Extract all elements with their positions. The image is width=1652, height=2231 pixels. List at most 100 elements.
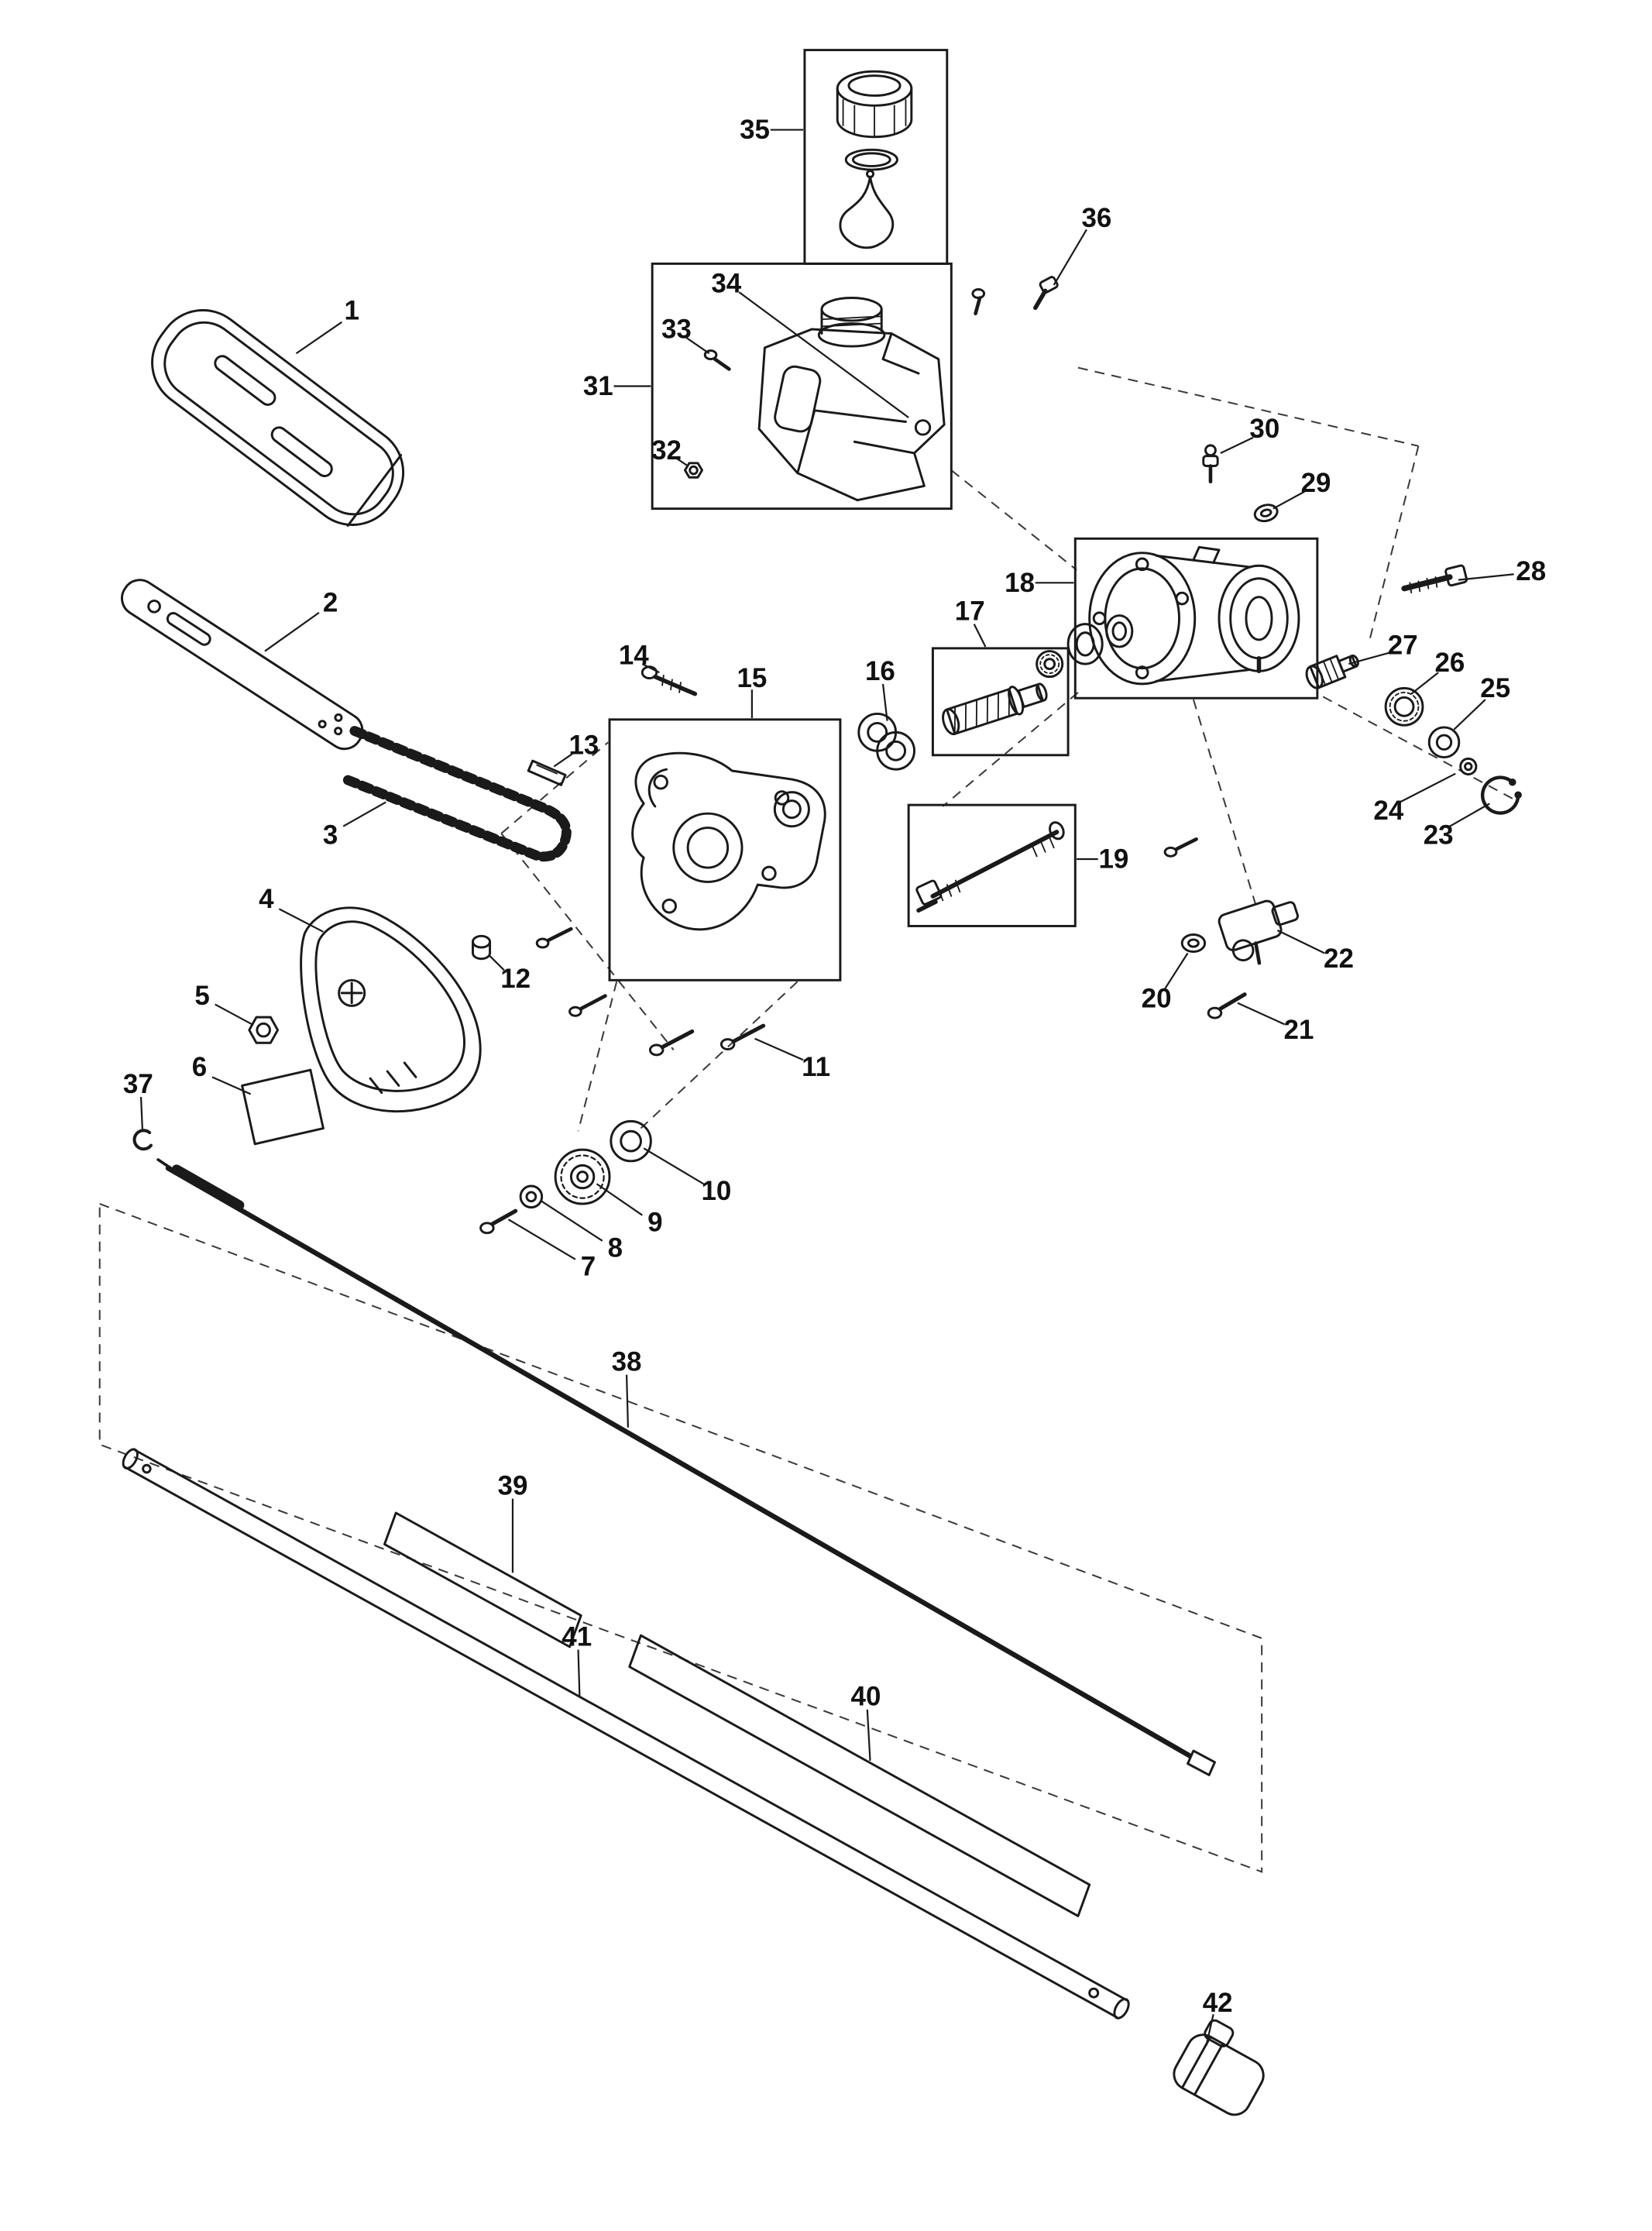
leader-line-9: [596, 1183, 643, 1216]
leader-line-40: [866, 1709, 871, 1762]
part-number-34: 34: [711, 269, 741, 299]
part-32-nut: [683, 462, 703, 479]
part-14-screw: [641, 665, 698, 696]
part-number-36: 36: [1081, 203, 1111, 233]
part-number-8: 8: [608, 1233, 623, 1263]
part-28-bolt: [1401, 564, 1468, 594]
leader-line-10: [643, 1147, 704, 1185]
part-number-30: 30: [1249, 414, 1279, 444]
part-number-32: 32: [651, 435, 682, 466]
leader-line-26: [1410, 672, 1439, 695]
part-9-sprocket-drum: [554, 1148, 611, 1205]
part-16-bearing: [857, 712, 915, 771]
group-box-35: [803, 49, 949, 265]
part-3-saw-chain: [341, 726, 572, 862]
leader-line-32: [674, 456, 689, 467]
dashed-guide-line-5: [1192, 699, 1257, 906]
part-number-2: 2: [323, 588, 338, 618]
part-24-washer: [1459, 757, 1478, 776]
part-39-label: [383, 1511, 582, 1648]
part-17-worm-shaft: [942, 650, 1064, 736]
part-number-37: 37: [123, 1069, 153, 1099]
leader-line-5: [215, 1003, 252, 1026]
part-number-11: 11: [802, 1052, 830, 1082]
part-11-screws: [648, 1023, 766, 1057]
part-number-5: 5: [194, 981, 209, 1011]
leader-line-36: [1053, 229, 1087, 286]
part-29-washer: [1253, 504, 1279, 523]
part-2-guide-bar: [121, 579, 364, 751]
part-number-7: 7: [581, 1251, 596, 1281]
leader-line-20: [1164, 952, 1189, 989]
part-number-40: 40: [851, 1682, 881, 1712]
dashed-guide-box-1: [98, 1202, 1263, 1873]
part-number-9: 9: [647, 1207, 662, 1237]
part-number-14: 14: [619, 641, 649, 671]
part-31-oil-tank: [757, 297, 946, 502]
part-number-21: 21: [1284, 1015, 1314, 1045]
part-number-41: 41: [562, 1621, 592, 1652]
part-number-28: 28: [1516, 556, 1546, 586]
leader-line-21: [1237, 1002, 1286, 1026]
leader-line-30: [1220, 436, 1254, 454]
leader-line-17: [973, 624, 987, 648]
part-number-22: 22: [1324, 944, 1354, 974]
part-number-10: 10: [701, 1176, 731, 1206]
leader-line-14: [641, 663, 660, 674]
leader-line-41: [577, 1649, 581, 1697]
part-22-oil-pump: [1218, 899, 1299, 965]
part-number-16: 16: [865, 656, 895, 686]
dashed-guide-line-10: [640, 981, 799, 1129]
part-number-17: 17: [955, 596, 985, 627]
part-number-33: 33: [661, 314, 692, 344]
dashed-guide-line-9: [577, 981, 618, 1132]
group-box-31: [651, 262, 953, 510]
part-34-tank-body-detail: [914, 419, 932, 436]
part-37-ring: [132, 1129, 153, 1151]
part-number-19: 19: [1099, 844, 1129, 875]
dashed-guide-line-7: [500, 741, 609, 834]
leader-line-38: [625, 1374, 630, 1428]
leader-line-34: [738, 291, 909, 418]
part-26-bearing: [1384, 686, 1424, 727]
part-1-scabbard: [151, 309, 405, 528]
part-40-label: [628, 1634, 1091, 1917]
leader-line-11: [754, 1037, 804, 1061]
group-box-19: [907, 803, 1077, 927]
leader-line-24: [1400, 772, 1456, 803]
group-box-18: [1073, 537, 1319, 700]
leader-line-16: [881, 683, 888, 721]
part-38-drive-shaft: [156, 1158, 1216, 1776]
leader-line-42: [1205, 2014, 1214, 2046]
group-boxes: [608, 49, 1319, 981]
part-42-end-cap: [1173, 2019, 1265, 2116]
part-number-25: 25: [1480, 673, 1510, 703]
part-number-27: 27: [1388, 631, 1418, 661]
leader-line-28: [1458, 573, 1514, 581]
part-number-39: 39: [498, 1471, 528, 1501]
leader-line-23: [1449, 803, 1490, 827]
leader-line-33: [685, 337, 710, 355]
part-number-29: 29: [1301, 468, 1331, 498]
group-box-15: [608, 718, 842, 981]
part-30-valve: [1202, 444, 1219, 484]
dashed-guide-line-1: [950, 469, 1077, 571]
dashed-guide-line-4: [1322, 696, 1515, 800]
leader-line-12: [489, 955, 505, 971]
part-8-washer: [519, 1184, 544, 1209]
part-drawings: [121, 70, 1522, 2116]
leader-line-3: [342, 801, 386, 827]
part-15-chain-case: [631, 751, 826, 931]
leader-line-13: [553, 753, 573, 768]
leader-line-7: [507, 1219, 576, 1260]
part-36-screw: [971, 276, 1059, 316]
part-19-tensioner: [915, 821, 1065, 913]
part-12-plug: [472, 934, 492, 961]
part-18-gear-case: [1066, 545, 1300, 686]
part-number-24: 24: [1373, 796, 1403, 826]
part-number-35: 35: [740, 115, 770, 145]
part-screws-misc: [535, 837, 1198, 1017]
part-number-38: 38: [612, 1347, 642, 1377]
